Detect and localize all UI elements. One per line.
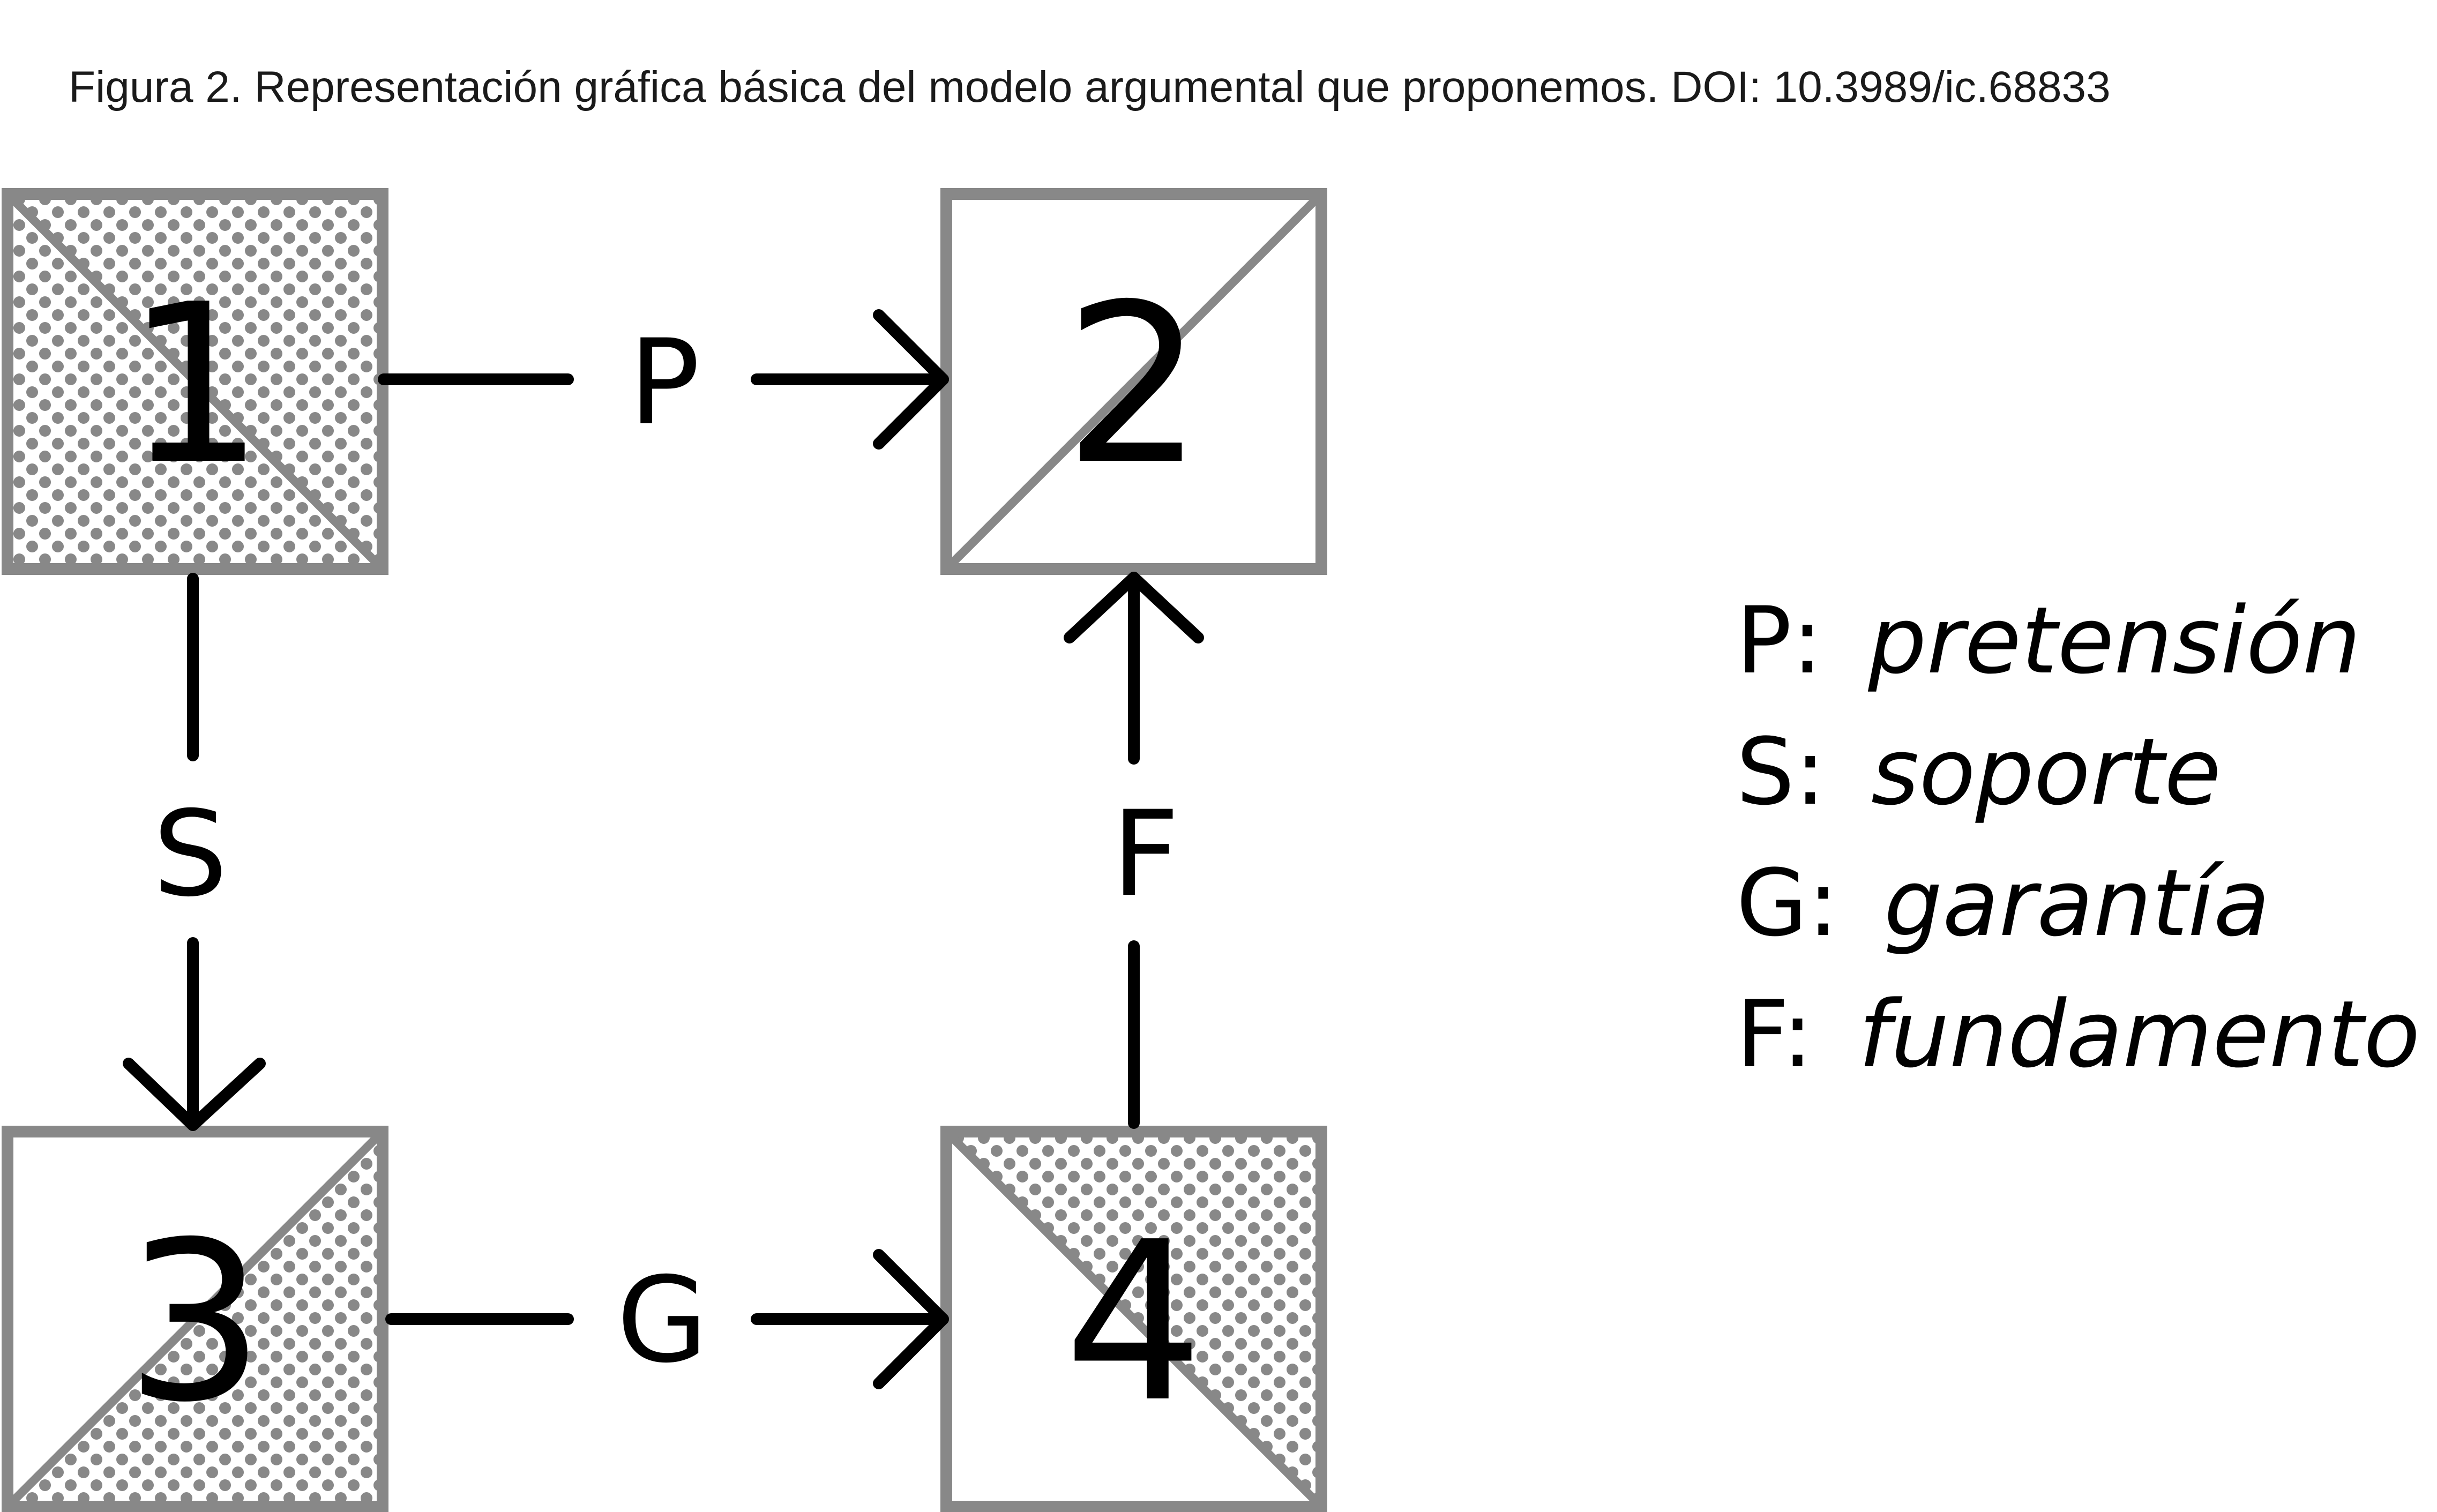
box-4-diagonal <box>943 1128 1325 1510</box>
figure-caption: Figura 2. Representación gráfica básica … <box>69 63 2111 111</box>
legend-item-g: G: garantía <box>1736 849 2270 957</box>
legend-term-s: soporte <box>1871 718 2221 826</box>
legend: P: pretensión S: soporte G: garantía F: … <box>1736 587 2420 1088</box>
edge-s-arrowhead <box>123 1058 266 1131</box>
box-3-diagonal <box>4 1128 386 1510</box>
edge-f-arrowhead <box>1064 572 1204 643</box>
legend-key-p: P: <box>1736 587 1823 694</box>
legend-key-f: F: <box>1736 980 1813 1088</box>
edge-g-arrowhead <box>873 1249 949 1389</box>
legend-item-p: P: pretensión <box>1736 587 2361 694</box>
box-2-number: 2 <box>1064 257 1204 513</box>
box-1: 1 <box>2 188 388 575</box>
box-3-frame <box>2 1126 388 1512</box>
box-1-number: 1 <box>125 257 265 513</box>
legend-term-f: fundamento <box>1858 980 2420 1088</box>
edge-f-label: F <box>1112 785 1180 923</box>
legend-key-s: S: <box>1736 718 1826 826</box>
edge-g: G <box>385 1249 949 1389</box>
edge-s-label: S <box>153 785 228 923</box>
box-2: 2 <box>940 188 1327 575</box>
legend-term-p: pretensión <box>1867 587 2361 694</box>
box-3-number: 3 <box>125 1194 265 1450</box>
legend-term-g: garantía <box>1884 849 2270 957</box>
edge-p: P <box>378 309 949 451</box>
legend-item-s: S: soporte <box>1736 718 2221 826</box>
box-4: 4 <box>940 1126 1327 1512</box>
box-3: 3 <box>2 1126 388 1512</box>
edge-p-label: P <box>629 314 700 451</box>
edge-g-label: G <box>617 1252 708 1389</box>
edge-f: F <box>1064 572 1204 1129</box>
legend-key-g: G: <box>1736 849 1838 957</box>
box-1-diagonal <box>4 191 386 572</box>
box-4-number: 4 <box>1064 1194 1204 1450</box>
legend-item-f: F: fundamento <box>1736 980 2420 1088</box>
edge-p-arrowhead <box>873 309 949 450</box>
edge-s: S <box>123 573 266 1131</box>
box-2-diagonal <box>943 191 1325 572</box>
